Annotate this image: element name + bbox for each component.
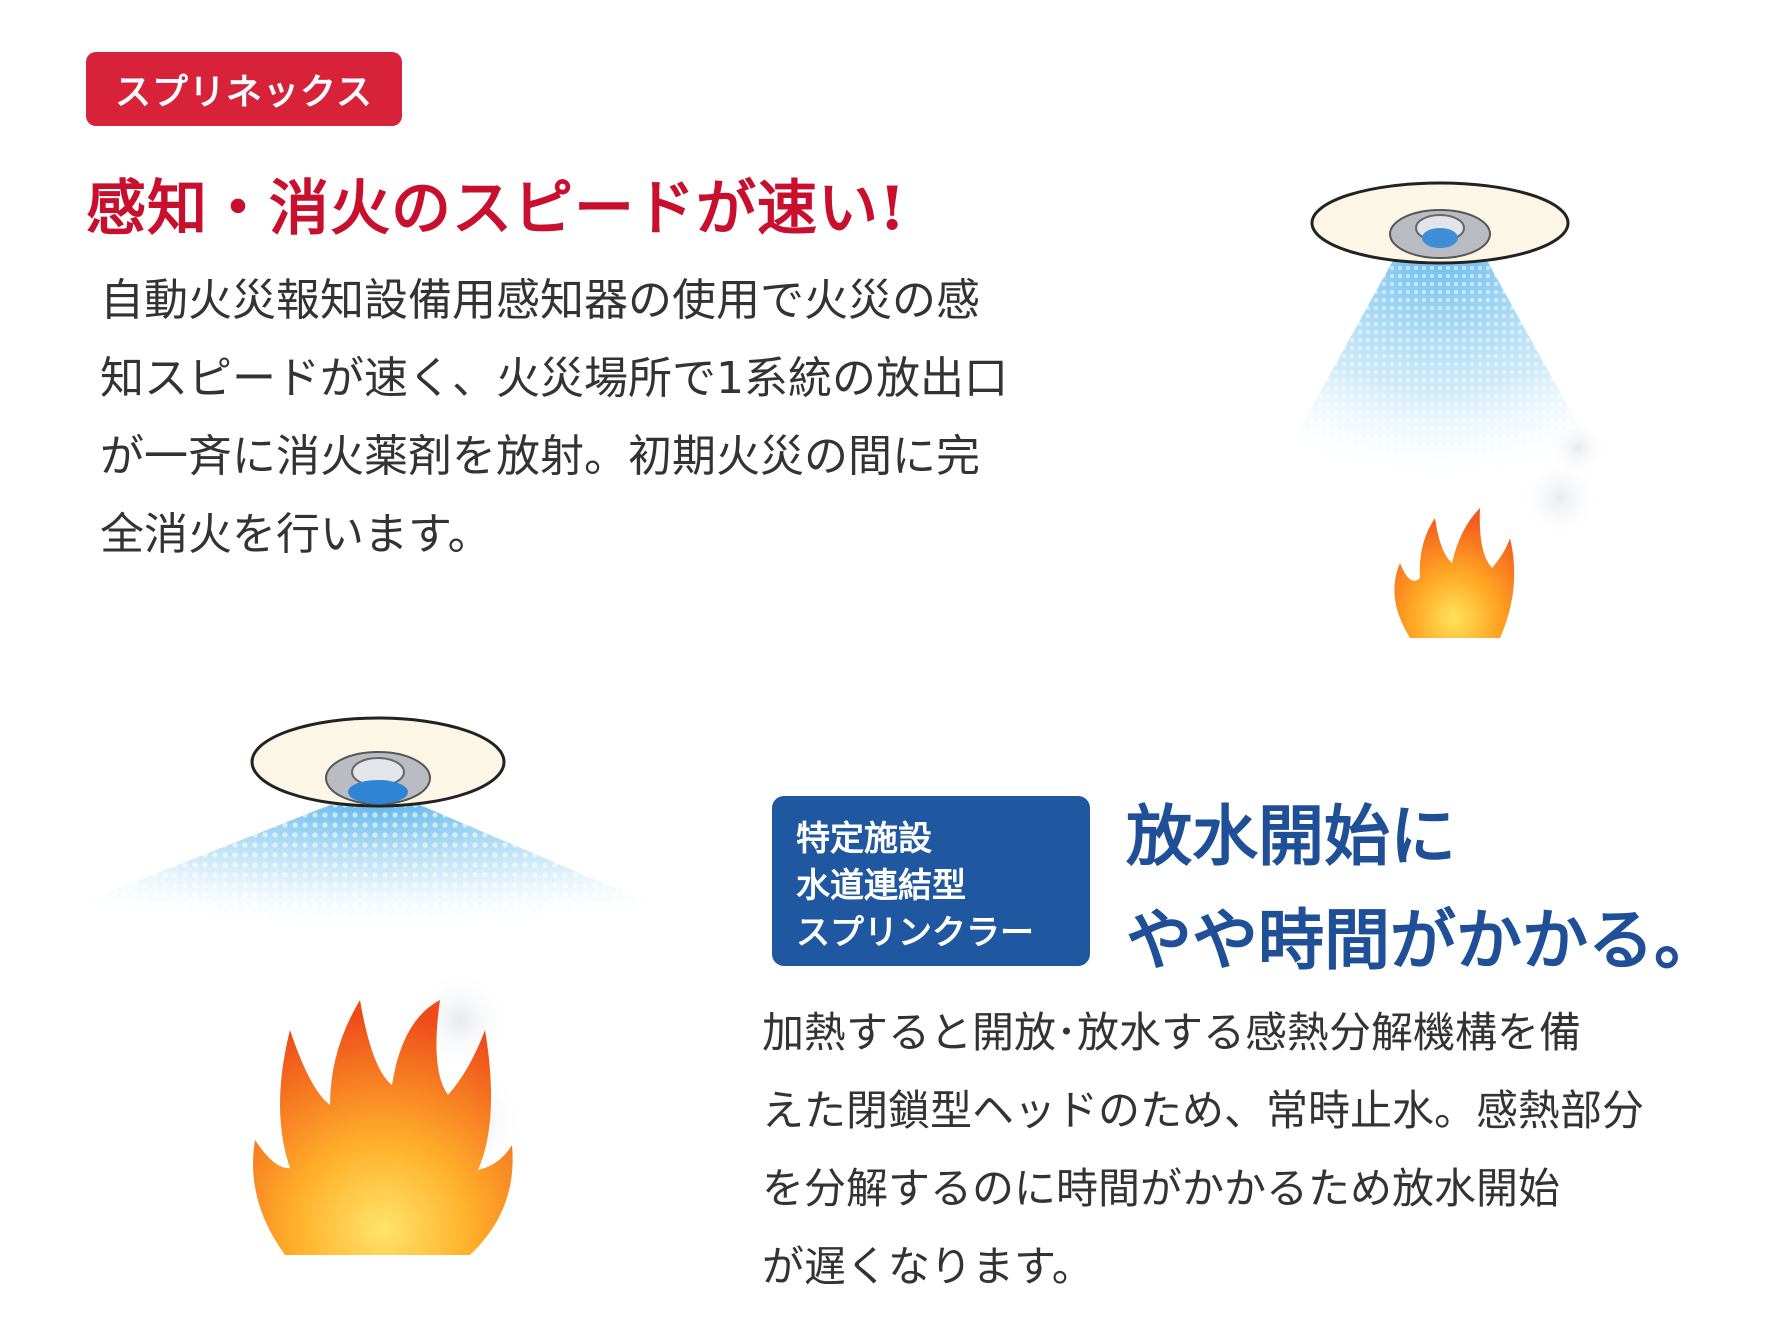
- headline-speed: 感知・消火のスピードが速い!: [86, 174, 907, 244]
- badge-line: 水道連結型: [796, 866, 966, 906]
- badge-line: 特定施設: [796, 819, 932, 859]
- description-line: が一斉に消火薬剤を放射。初期火災の間に完: [100, 431, 980, 482]
- comparison-badge: 特定施設 水道連結型 スプリンクラー: [772, 796, 1090, 966]
- description-water-sprinkler: 加熱すると開放･放水する感熱分解機構を備 えた閉鎖型ヘッドのため、常時止水。感熱…: [762, 994, 1762, 1306]
- product-badge: スプリネックス: [86, 52, 402, 126]
- description-line: が遅くなります。: [762, 1242, 1094, 1291]
- sprinkler-large-fire-illustration: [0, 716, 760, 1255]
- headline-line: やや時間がかかる。: [1126, 901, 1720, 979]
- description-line: 加熱すると開放･放水する感熱分解機構を備: [762, 1008, 1582, 1057]
- headline-delay: 放水開始に やや時間がかかる。: [1126, 784, 1720, 992]
- badge-line: スプリンクラー: [796, 913, 1034, 953]
- description-line: 知スピードが速く、火災場所で1系統の放出口: [100, 353, 1008, 404]
- sprinkler-small-fire-illustration: [1278, 181, 1608, 638]
- description-sprinex: 自動火災報知設備用感知器の使用で火災の感 知スピードが速く、火災場所で1系統の放…: [100, 262, 1180, 574]
- headline-line: 放水開始に: [1126, 797, 1456, 875]
- description-line: を分解するのに時間がかかるため放水開始: [762, 1164, 1561, 1213]
- description-line: 自動火災報知設備用感知器の使用で火災の感: [100, 275, 980, 326]
- description-line: 全消火を行います。: [100, 509, 492, 560]
- description-line: えた閉鎖型ヘッドのため、常時止水。感熱部分: [762, 1086, 1645, 1135]
